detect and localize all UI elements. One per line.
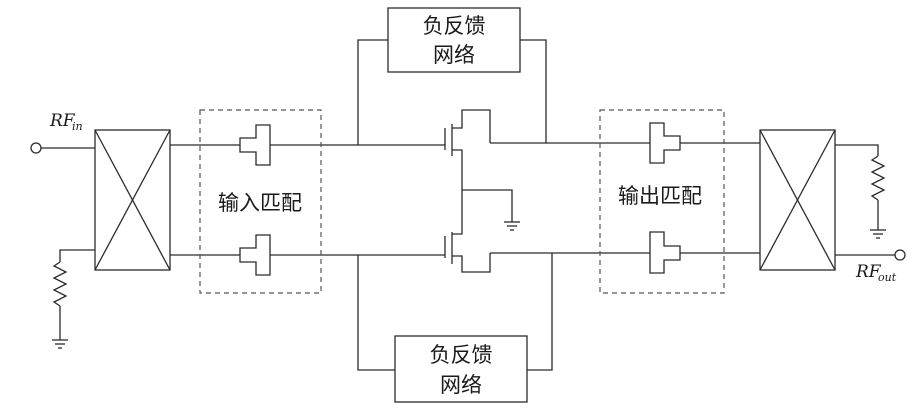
input-upper-stub-icon <box>239 124 271 166</box>
input-lower-stub-icon <box>239 234 271 276</box>
rf-out-terminal <box>894 249 906 261</box>
input-ground-icon <box>52 339 68 349</box>
output-termination-resistor <box>835 144 886 230</box>
rf-out-label: RF <box>855 262 882 282</box>
output-lower-stub-icon <box>649 231 681 274</box>
input-hybrid-coupler <box>94 129 171 271</box>
lower-transistor-icon <box>444 190 760 273</box>
feedback-bottom-right-wire <box>527 253 553 371</box>
source-ground-icon <box>504 221 520 231</box>
output-ground-icon <box>870 229 886 239</box>
rf-in-terminal <box>30 142 42 154</box>
output-upper-stub-icon <box>649 122 681 164</box>
feedback-network-top <box>387 7 521 73</box>
feedback-top-left-wire <box>357 39 388 145</box>
source-ground-wire <box>462 189 513 222</box>
feedback-bottom-line2: 网络 <box>440 373 482 397</box>
feedback-top-line1: 负反馈 <box>423 14 486 38</box>
input-matching-label: 输入匹配 <box>218 191 302 215</box>
rf-out-sub-label: out <box>878 271 897 284</box>
feedback-network-bottom <box>394 335 528 403</box>
input-matching-box <box>199 109 322 294</box>
feedback-top-right-wire <box>520 39 547 143</box>
rf-in-label: RF <box>49 111 76 131</box>
rf-in-sub-label: in <box>72 120 83 133</box>
output-hybrid-coupler <box>759 129 836 271</box>
input-termination-resistor <box>52 249 95 340</box>
feedback-top-line2: 网络 <box>433 43 475 67</box>
output-matching-label: 输出匹配 <box>618 184 702 208</box>
output-matching-box <box>599 109 725 294</box>
upper-transistor-icon <box>444 109 760 190</box>
feedback-bottom-left-wire <box>357 255 395 371</box>
feedback-bottom-line1: 负反馈 <box>430 343 493 367</box>
